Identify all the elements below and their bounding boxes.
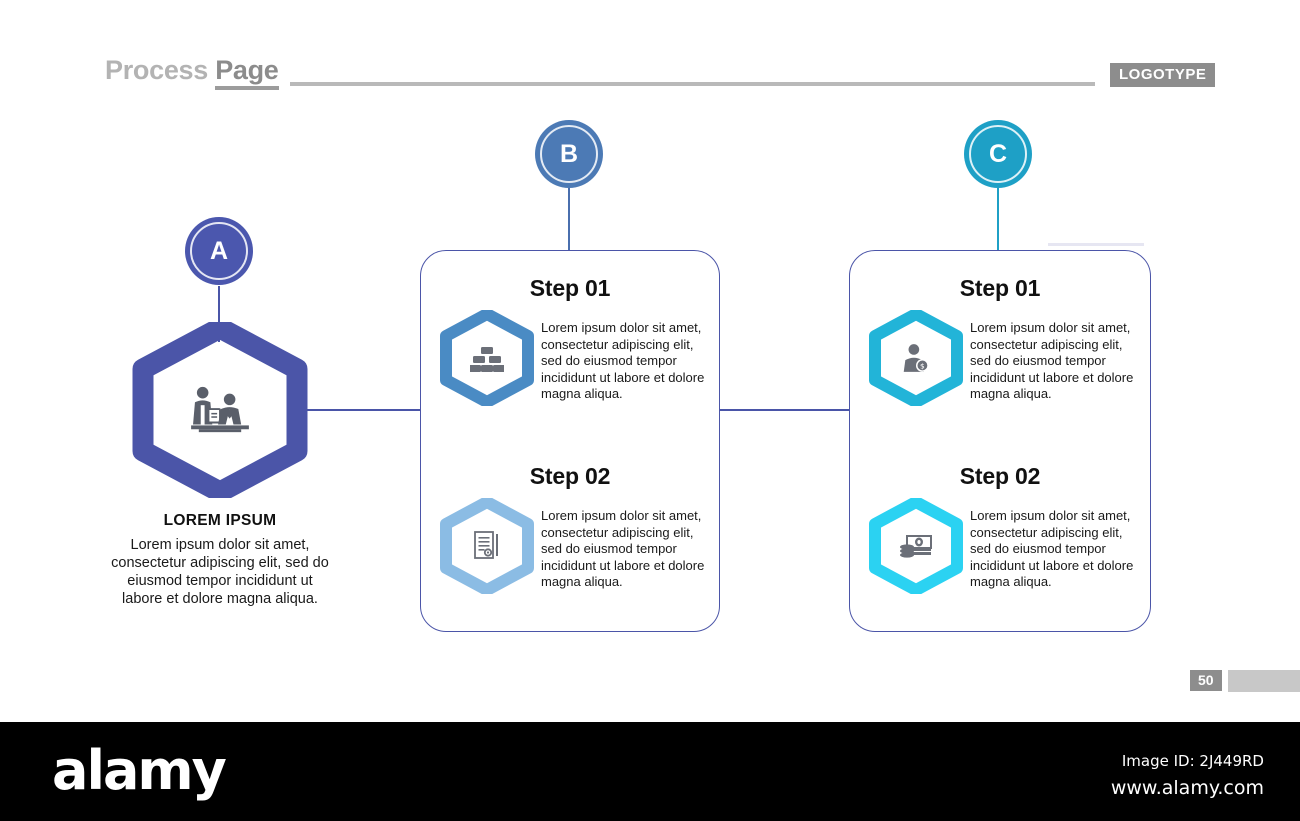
page-title-part2: Page: [215, 55, 279, 90]
alamy-logo: alamy: [52, 739, 227, 802]
card-b-step-1: Step 01 Lorem ipsum: [421, 275, 719, 406]
footer-url: www.alamy.com: [1110, 776, 1264, 799]
footer-separator: [0, 715, 1300, 722]
svg-text:$: $: [920, 362, 925, 371]
certificate-icon: [474, 531, 498, 559]
left-block-title: LOREM IPSUM: [163, 512, 277, 529]
hexagon-outline: [869, 498, 963, 594]
decor-tick-top: [1048, 243, 1144, 246]
card-c-step-1-heading: Step 01: [959, 275, 1041, 301]
left-block-body: Lorem ipsum dolor sit amet, consectetur …: [111, 537, 329, 607]
badge-a[interactable]: A: [185, 217, 253, 285]
card-c: Step 01 $ Lorem ipsum dolor sit a: [849, 250, 1151, 632]
connector-b-vertical: [568, 188, 570, 250]
header-rule: [290, 82, 1095, 86]
badge-c-ring: [969, 125, 1027, 183]
badge-c-label: C: [988, 139, 1008, 168]
meeting-icon: [191, 386, 249, 433]
card-b-step-2-text: Lorem ipsum dolor sit amet, consectetur …: [541, 508, 705, 589]
slide-canvas: Process Page LOGOTYPE A B C: [105, 55, 1300, 692]
hexagon-outline: [869, 310, 963, 406]
badge-c[interactable]: C: [964, 120, 1032, 188]
hexagon-outline: [440, 498, 534, 594]
badge-a-label: A: [209, 236, 229, 265]
card-b-step-2: Step 02: [421, 463, 719, 594]
person-money-icon: $: [903, 344, 929, 372]
hexagon-outline: [132, 322, 308, 498]
badge-b[interactable]: B: [535, 120, 603, 188]
page-title: Process Page: [105, 55, 279, 90]
gold-bars-icon: [470, 347, 504, 372]
badge-b-label: B: [559, 139, 579, 168]
connector-c-vertical: [997, 188, 999, 250]
card-c-step-1-text: Lorem ipsum dolor sit amet, consectetur …: [970, 320, 1134, 401]
page-title-part1: Process: [105, 55, 216, 85]
slide-header: Process Page LOGOTYPE: [105, 55, 1216, 95]
card-c-step-1-hexagon[interactable]: $: [868, 310, 964, 406]
card-c-step-2-heading: Step 02: [959, 463, 1041, 489]
card-b-step-1-text: Lorem ipsum dolor sit amet, consectetur …: [541, 320, 705, 401]
page-number-badge: 50: [1190, 670, 1222, 692]
footer-meta: Image ID: 2J449RD www.alamy.com: [1111, 750, 1264, 803]
logotype-badge: LOGOTYPE: [1110, 63, 1216, 87]
left-hexagon[interactable]: [132, 322, 308, 498]
hexagon-outline: [440, 310, 534, 406]
card-c-step-2-hexagon[interactable]: [868, 498, 964, 594]
footer-image-id: Image ID: 2J449RD: [1121, 752, 1264, 770]
connector-a-to-b: [300, 409, 422, 411]
left-block: LOREM IPSUM Lorem ipsum dolor sit amet, …: [105, 322, 335, 609]
badge-a-ring: [190, 222, 248, 280]
badge-b-ring: [540, 125, 598, 183]
card-b-step-2-hexagon[interactable]: [439, 498, 535, 594]
connector-a-vertical: [218, 286, 220, 342]
card-b-step-1-heading: Step 01: [529, 275, 611, 301]
cash-icon: [900, 535, 932, 558]
page-number-bar: [1228, 670, 1300, 692]
card-c-step-1: Step 01 $ Lorem ipsum dolor sit a: [850, 275, 1150, 406]
card-b: Step 01 Lorem ipsum: [420, 250, 720, 632]
card-c-step-2-text: Lorem ipsum dolor sit amet, consectetur …: [970, 508, 1134, 589]
connector-b-to-c: [719, 409, 850, 411]
card-b-step-2-heading: Step 02: [529, 463, 611, 489]
card-c-step-2: Step 02: [850, 463, 1150, 594]
footer-bar: alamy Image ID: 2J449RD www.alamy.com: [0, 722, 1300, 821]
card-b-step-1-hexagon[interactable]: [439, 310, 535, 406]
